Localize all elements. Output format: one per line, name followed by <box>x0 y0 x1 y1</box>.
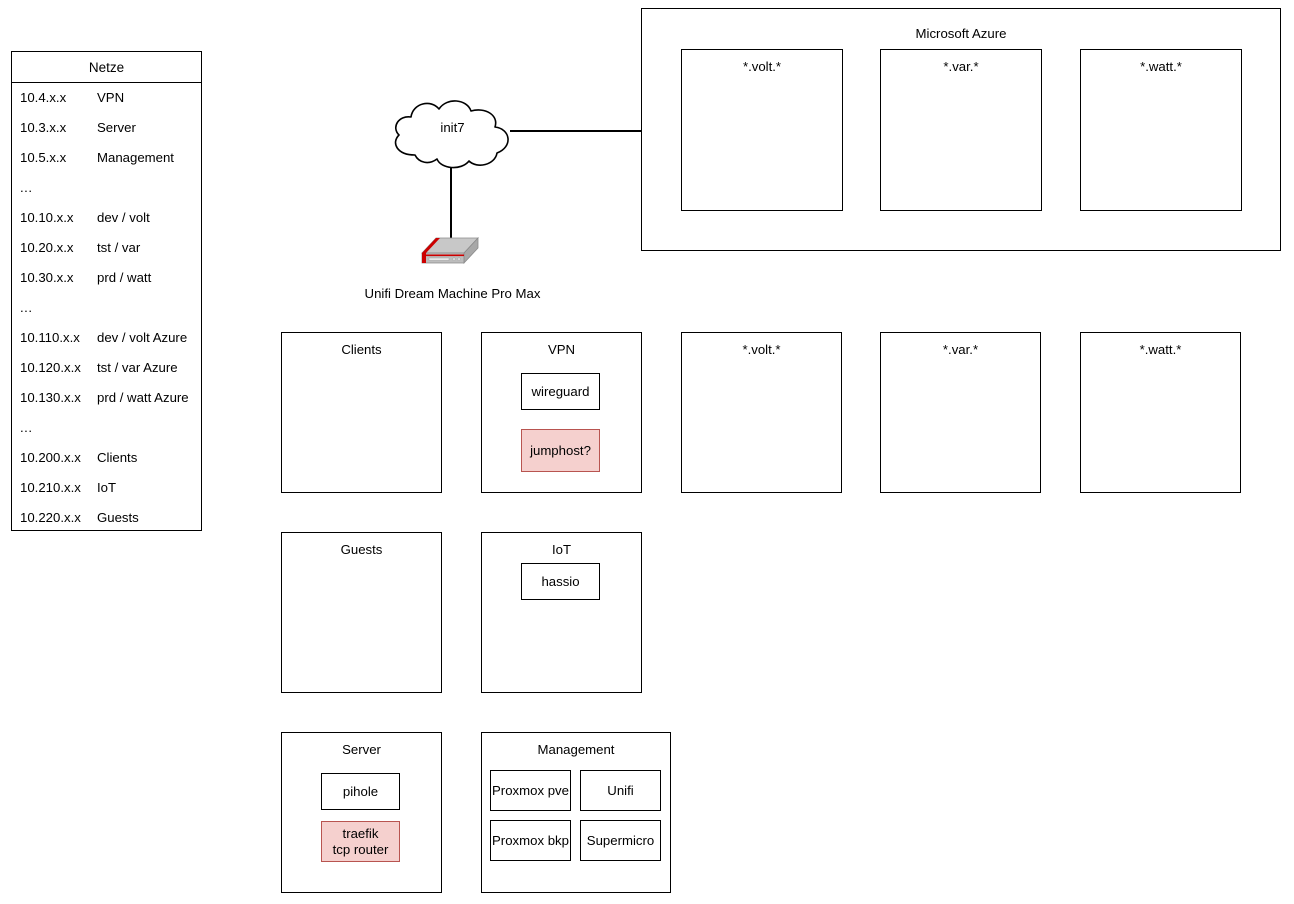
azure-env-var: *.var.* <box>880 49 1042 211</box>
netze-label: Management <box>97 150 174 165</box>
service-traefik-text: traefik tcp router <box>322 826 399 858</box>
netze-cidr: 10.30.x.x <box>20 270 74 285</box>
service-traefik-tcp-router[interactable]: traefik tcp router <box>321 821 400 862</box>
azure-env-volt: *.volt.* <box>681 49 843 211</box>
netze-label: tst / var <box>97 240 141 255</box>
table-row: 10.200.x.x Clients <box>12 443 201 473</box>
netze-cidr: 10.110.x.x <box>20 330 80 345</box>
netze-label: IoT <box>97 480 117 495</box>
netze-label: Server <box>97 120 136 135</box>
netze-table-body: 10.4.x.x VPN 10.3.x.x Server 10.5.x.x Ma… <box>12 83 201 533</box>
service-proxmox-bkp[interactable]: Proxmox bkp <box>490 820 571 861</box>
azure-title: Microsoft Azure <box>915 26 1007 41</box>
table-row: 10.210.x.x IoT <box>12 473 201 503</box>
table-row-separator: ... <box>12 413 201 443</box>
zone-var: *.var.* <box>880 332 1041 493</box>
zone-management: Management <box>481 732 671 893</box>
table-row: 10.120.x.x tst / var Azure <box>12 353 201 383</box>
firewall-appliance-icon <box>421 236 479 265</box>
netze-cidr: ... <box>20 420 33 435</box>
table-row: 10.110.x.x dev / volt Azure <box>12 323 201 353</box>
zone-clients: Clients <box>281 332 442 493</box>
service-hassio[interactable]: hassio <box>521 563 600 600</box>
netze-legend-table: Netze 10.4.x.x VPN 10.3.x.x Server 10.5.… <box>11 51 202 531</box>
netze-cidr: 10.20.x.x <box>20 240 74 255</box>
link-cloud-to-azure <box>510 130 642 132</box>
gateway-label: Unifi Dream Machine Pro Max <box>364 286 541 301</box>
zone-server-title: Server <box>342 742 381 757</box>
service-pihole[interactable]: pihole <box>321 773 400 810</box>
zone-volt-title: *.volt.* <box>742 342 781 357</box>
netze-cidr: 10.10.x.x <box>20 210 74 225</box>
azure-env-watt: *.watt.* <box>1080 49 1242 211</box>
netze-cidr: 10.130.x.x <box>20 390 81 405</box>
service-proxmox-pve[interactable]: Proxmox pve <box>490 770 571 811</box>
azure-env-volt-title: *.volt.* <box>742 59 782 74</box>
netze-cidr: 10.220.x.x <box>20 510 81 525</box>
table-row: 10.5.x.x Management <box>12 143 201 173</box>
netze-label: dev / volt <box>97 210 150 225</box>
table-row-separator: ... <box>12 293 201 323</box>
zone-volt: *.volt.* <box>681 332 842 493</box>
netze-label: Guests <box>97 510 139 525</box>
zone-iot: IoT <box>481 532 642 693</box>
gateway-device <box>418 236 482 281</box>
netze-label: VPN <box>97 90 125 105</box>
service-wireguard[interactable]: wireguard <box>521 373 600 410</box>
netze-cidr: ... <box>20 180 33 195</box>
zone-management-title: Management <box>537 742 615 757</box>
table-row-separator: ... <box>12 173 201 203</box>
netze-label: prd / watt <box>97 270 152 285</box>
netze-cidr: 10.3.x.x <box>20 120 67 135</box>
zone-server: Server <box>281 732 442 893</box>
zone-iot-title: IoT <box>551 542 572 557</box>
netze-cidr: 10.5.x.x <box>20 150 67 165</box>
service-unifi[interactable]: Unifi <box>580 770 661 811</box>
netze-label: Clients <box>97 450 138 465</box>
zone-guests-title: Guests <box>340 542 383 557</box>
table-row: 10.4.x.x VPN <box>12 83 201 113</box>
netze-cidr: 10.4.x.x <box>20 90 67 105</box>
netze-label: prd / watt Azure <box>97 390 189 405</box>
netze-cidr: ... <box>20 300 33 315</box>
service-traefik-line1: traefik <box>342 825 379 841</box>
netze-cidr: 10.200.x.x <box>20 450 81 465</box>
zone-var-title: *.var.* <box>942 342 979 357</box>
netze-cidr: 10.120.x.x <box>20 360 81 375</box>
azure-env-watt-title: *.watt.* <box>1140 59 1182 74</box>
service-jumphost[interactable]: jumphost? <box>521 429 600 472</box>
table-row: 10.220.x.x Guests <box>12 503 201 533</box>
netze-label: dev / volt Azure <box>97 330 188 345</box>
zone-clients-title: Clients <box>341 342 382 357</box>
cloud-icon <box>394 100 509 169</box>
service-supermicro[interactable]: Supermicro <box>580 820 661 861</box>
netze-label: tst / var Azure <box>97 360 178 375</box>
table-row: 10.130.x.x prd / watt Azure <box>12 383 201 413</box>
link-cloud-to-gateway <box>450 168 452 242</box>
table-row: 10.3.x.x Server <box>12 113 201 143</box>
zone-watt-title: *.watt.* <box>1139 342 1182 357</box>
cloud-label: init7 <box>440 120 465 135</box>
table-row: 10.10.x.x dev / volt <box>12 203 201 233</box>
zone-watt: *.watt.* <box>1080 332 1241 493</box>
netze-table-title: Netze <box>12 52 201 83</box>
table-row: 10.20.x.x tst / var <box>12 233 201 263</box>
service-traefik-line2: tcp router <box>332 841 389 857</box>
netze-cidr: 10.210.x.x <box>20 480 81 495</box>
zone-vpn-title: VPN <box>547 342 576 357</box>
table-row: 10.30.x.x prd / watt <box>12 263 201 293</box>
cloud-init7: init7 <box>385 95 520 173</box>
azure-env-var-title: *.var.* <box>943 59 979 74</box>
zone-guests: Guests <box>281 532 442 693</box>
